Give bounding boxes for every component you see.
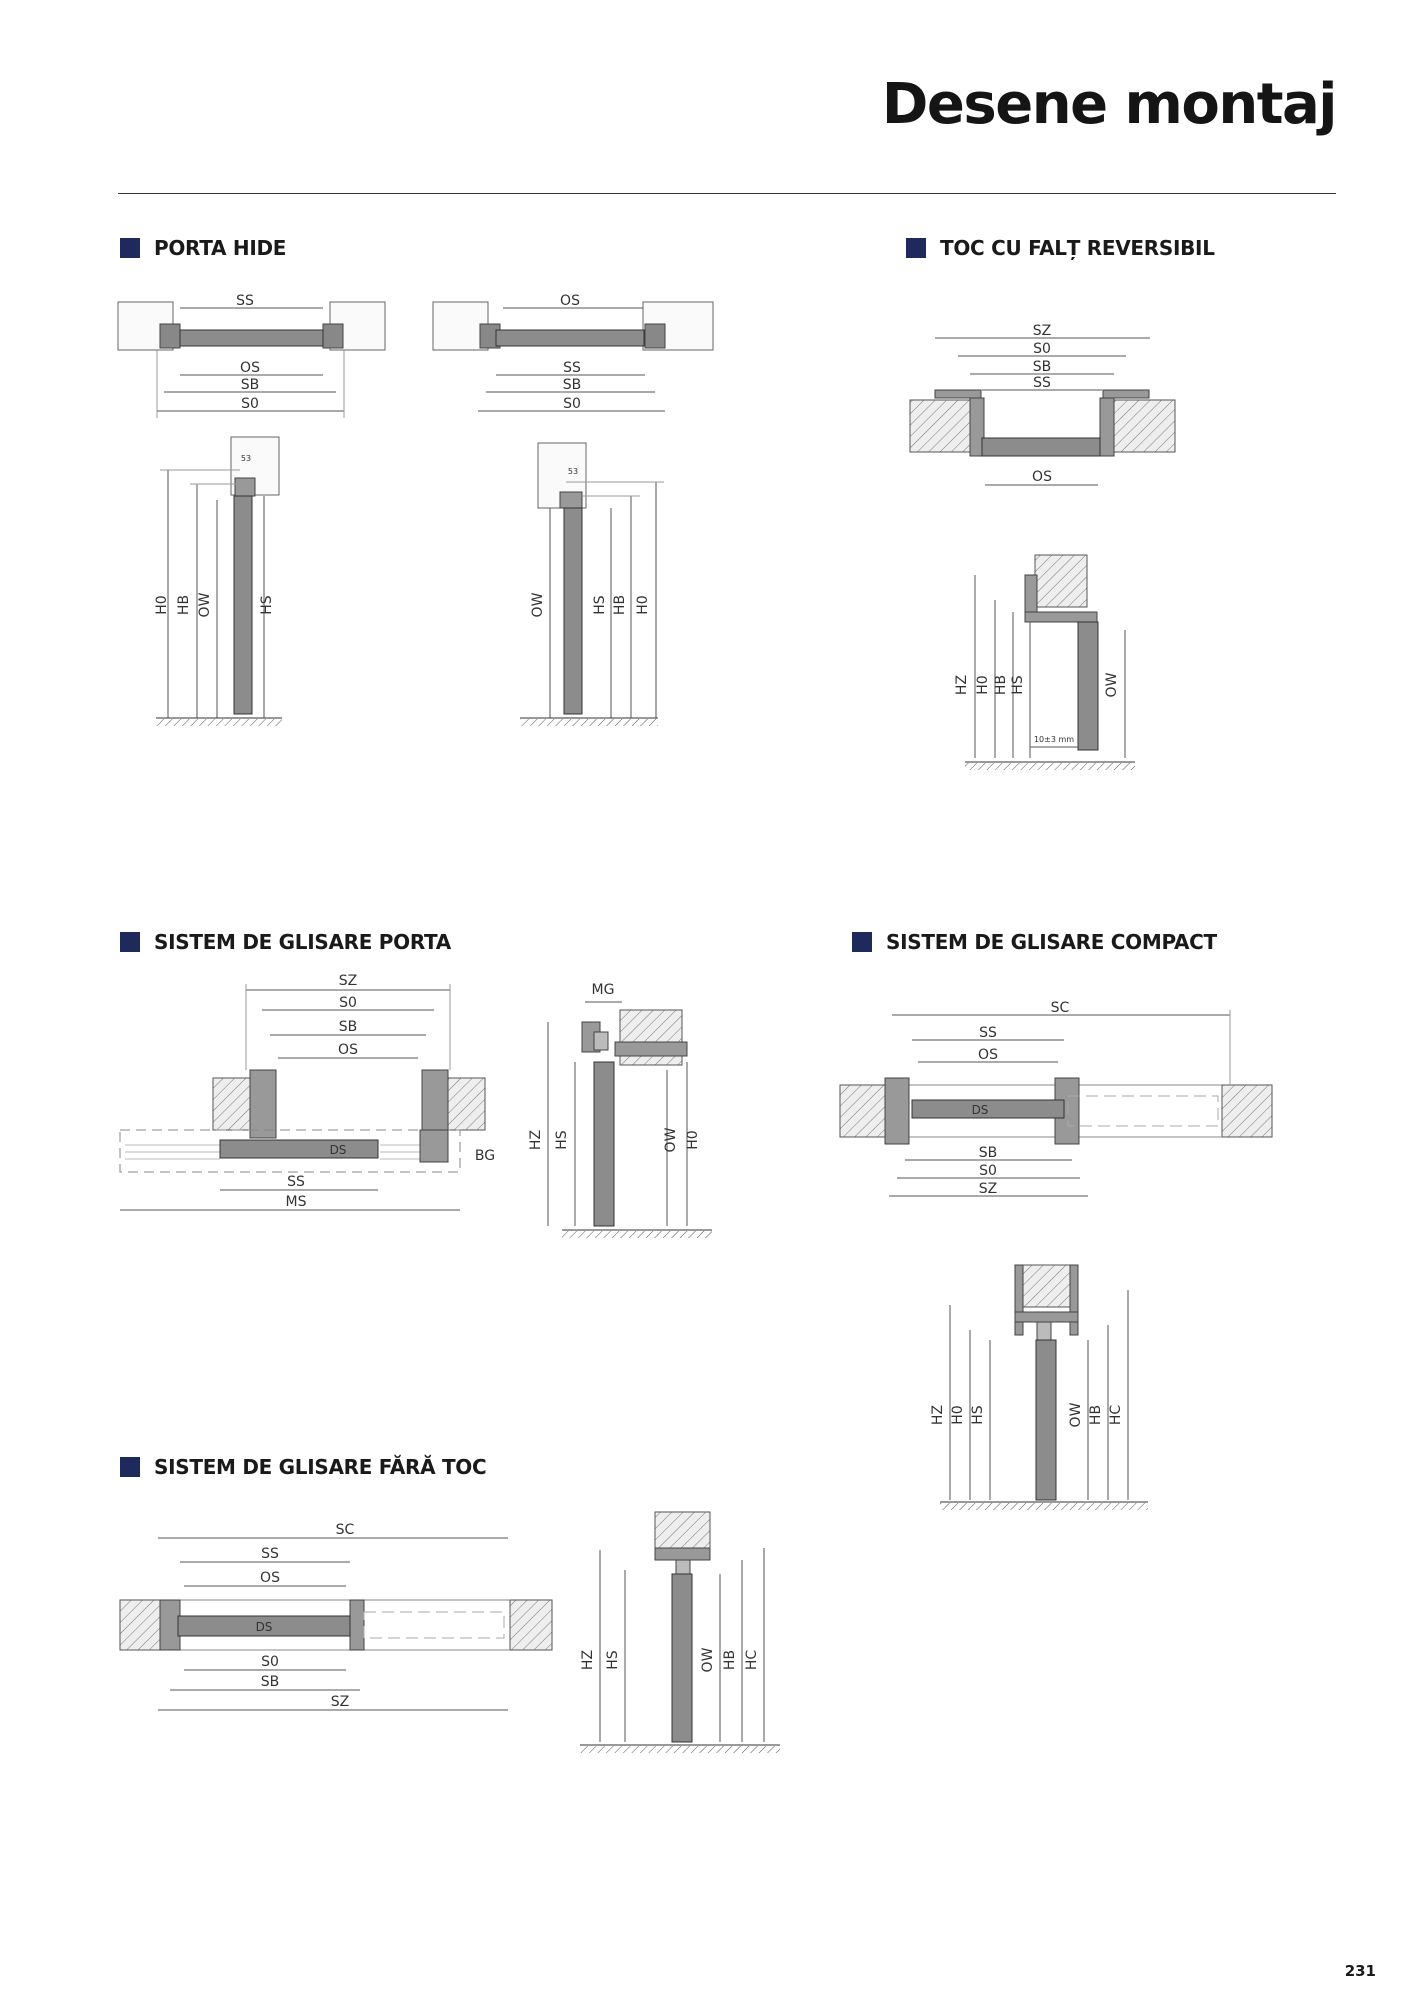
- dim-label: HS: [970, 1405, 986, 1425]
- dim-label: MG: [592, 982, 615, 998]
- dim-label: SB: [563, 377, 582, 393]
- dim-label: OW: [1068, 1402, 1084, 1427]
- dim-label: SB: [241, 377, 260, 393]
- dim-label: OW: [663, 1127, 679, 1152]
- porta-hide-section-2: OW HS HB H0 53: [520, 442, 664, 726]
- dim-label: HB: [612, 595, 628, 615]
- dim-label: H0: [975, 675, 991, 694]
- dim-label: HS: [592, 595, 608, 615]
- dim-label: SB: [261, 1674, 280, 1690]
- porta-hide-plan-2: OS SS SB S0: [432, 293, 714, 412]
- dim-label: S0: [241, 396, 259, 412]
- dim-label: SZ: [339, 973, 357, 989]
- dim-label: HS: [605, 1650, 621, 1670]
- dim-label: OW: [530, 592, 546, 617]
- dim-label: SZ: [979, 1181, 997, 1197]
- section-marker-icon: [906, 238, 926, 258]
- dim-label: H0: [635, 595, 651, 614]
- dim-label: OW: [197, 592, 213, 617]
- section-marker-icon: [120, 1457, 140, 1477]
- dim-label: SC: [336, 1522, 355, 1538]
- section-title: SISTEM DE GLISARE PORTA: [154, 930, 451, 954]
- section-title: SISTEM DE GLISARE FĂRĂ TOC: [154, 1455, 487, 1479]
- dim-label: HS: [259, 595, 275, 615]
- glisare-porta-plan: SZ S0 SB OS DS BG SS MS: [119, 973, 495, 1211]
- dim-label: S0: [979, 1163, 997, 1179]
- page-title: Desene montaj: [881, 72, 1338, 137]
- dim-label: SZ: [1033, 323, 1051, 339]
- porta-hide-section-1: H0 HB OW HS 53: [154, 436, 282, 726]
- dim-label: HB: [176, 595, 192, 615]
- dim-label: 53: [568, 467, 578, 476]
- section-heading-glisare-porta: SISTEM DE GLISARE PORTA: [120, 930, 451, 954]
- dim-label: HZ: [580, 1650, 596, 1670]
- porta-hide-plan-1: SS OS SB S0: [117, 293, 386, 418]
- dim-label: 53: [241, 454, 251, 463]
- dim-label: SB: [979, 1145, 998, 1161]
- dim-label: HZ: [930, 1405, 946, 1425]
- dim-label: HS: [1010, 675, 1026, 695]
- dim-label: SS: [563, 360, 581, 376]
- glisare-compact-section: HZ H0 HS OW HB HC: [930, 1264, 1148, 1510]
- dim-label: DS: [256, 1620, 273, 1634]
- section-marker-icon: [120, 932, 140, 952]
- dim-label: S0: [339, 995, 357, 1011]
- dim-label: SS: [979, 1025, 997, 1041]
- dim-label: SS: [1033, 375, 1051, 391]
- dim-label: SZ: [331, 1694, 349, 1710]
- dim-label: DS: [330, 1143, 347, 1157]
- dim-label: HB: [722, 1650, 738, 1670]
- dim-label: HB: [1088, 1405, 1104, 1425]
- dim-label: HZ: [954, 675, 970, 695]
- dim-label: 10±3 mm: [1034, 735, 1074, 744]
- glisare-porta-section: MG HZ HS OW H0: [528, 982, 712, 1238]
- dim-label: MS: [286, 1194, 307, 1210]
- dim-label: OS: [338, 1042, 358, 1058]
- section-heading-porta-hide: PORTA HIDE: [120, 236, 286, 260]
- dim-label: OS: [1032, 469, 1052, 485]
- dim-label: S0: [563, 396, 581, 412]
- dim-label: HS: [554, 1130, 570, 1150]
- section-title: TOC CU FALȚ REVERSIBIL: [940, 236, 1215, 260]
- dim-label: DS: [972, 1103, 989, 1117]
- dim-label: SC: [1051, 1000, 1070, 1016]
- section-heading-glisare-fara-toc: SISTEM DE GLISARE FĂRĂ TOC: [120, 1455, 487, 1479]
- dim-label: H0: [685, 1130, 701, 1149]
- dim-label: S0: [261, 1654, 279, 1670]
- dim-label: OS: [560, 293, 580, 309]
- toc-plan: SZ S0 SB SS OS: [909, 323, 1176, 486]
- dim-label: H0: [154, 595, 170, 614]
- dim-label: BG: [475, 1148, 495, 1164]
- section-heading-toc-cu-falt: TOC CU FALȚ REVERSIBIL: [906, 236, 1215, 260]
- dim-label: OW: [700, 1647, 716, 1672]
- dim-label: SS: [287, 1174, 305, 1190]
- dim-label: OW: [1104, 672, 1120, 697]
- dim-label: HB: [993, 675, 1009, 695]
- toc-section: HZ H0 HB HS OW 10±3 mm: [954, 554, 1135, 770]
- dim-label: OS: [978, 1047, 998, 1063]
- dim-label: SB: [339, 1019, 358, 1035]
- dim-label: HZ: [528, 1130, 544, 1150]
- dim-label: SB: [1033, 359, 1052, 375]
- dim-label: S0: [1033, 341, 1051, 357]
- dim-label: HC: [744, 1650, 760, 1671]
- dim-label: HC: [1108, 1405, 1124, 1426]
- page-number: 231: [1344, 1962, 1376, 1980]
- section-heading-glisare-compact: SISTEM DE GLISARE COMPACT: [852, 930, 1217, 954]
- glisare-compact-plan: SC SS OS DS SB S0 SZ: [839, 1000, 1273, 1197]
- dim-label: H0: [950, 1405, 966, 1424]
- section-marker-icon: [852, 932, 872, 952]
- section-marker-icon: [120, 238, 140, 258]
- header-rule: [118, 193, 1336, 194]
- section-title: SISTEM DE GLISARE COMPACT: [886, 930, 1217, 954]
- glisare-fara-toc-section: HZ HS OW HB HC: [580, 1511, 780, 1753]
- glisare-fara-toc-plan: SC SS OS DS S0 SB SZ: [119, 1522, 553, 1711]
- dim-label: OS: [260, 1570, 280, 1586]
- section-title: PORTA HIDE: [154, 236, 287, 260]
- dim-label: SS: [236, 293, 254, 309]
- dim-label: SS: [261, 1546, 279, 1562]
- dim-label: OS: [240, 360, 260, 376]
